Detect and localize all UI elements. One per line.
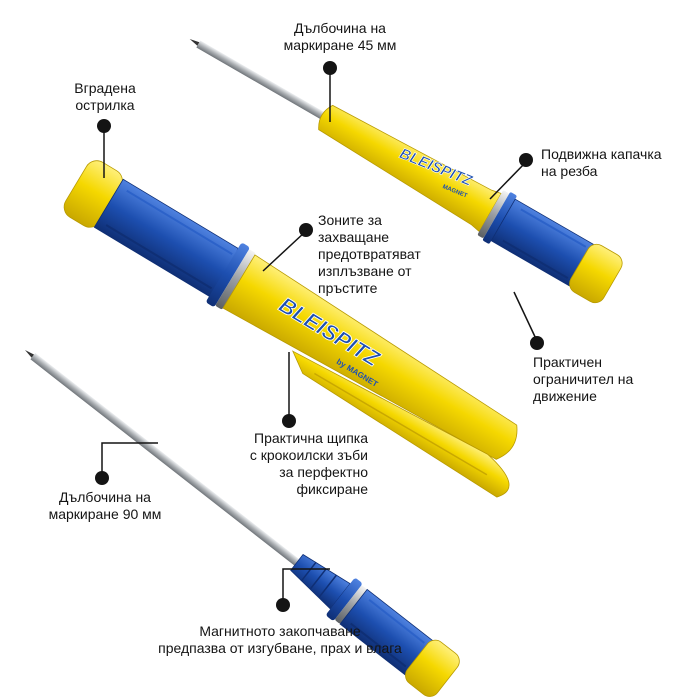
marker-bottom	[25, 350, 460, 697]
callout-sharpener: Вградена острилка	[74, 80, 136, 113]
callout-dots	[95, 61, 544, 612]
callout-depth-90: Дълбочина на маркиране 90 мм	[48, 489, 162, 522]
callout-movable-cap: Подвижна капачка на резба	[541, 146, 662, 179]
callout-magnetic-lock: Магнитното закопчаване предпазва от изгу…	[158, 623, 402, 656]
callout-crocodile-clip: Практична щипка с крокоилски зъби за пер…	[249, 430, 368, 497]
callout-travel-stop: Практичен ограничител на движение	[533, 354, 634, 404]
callout-pointers	[101, 71, 538, 603]
callout-grip-zones: Зоните за захващане предотвратяват изплъ…	[318, 212, 421, 296]
callout-depth-45: Дълбочина на маркиране 45 мм	[283, 20, 397, 53]
